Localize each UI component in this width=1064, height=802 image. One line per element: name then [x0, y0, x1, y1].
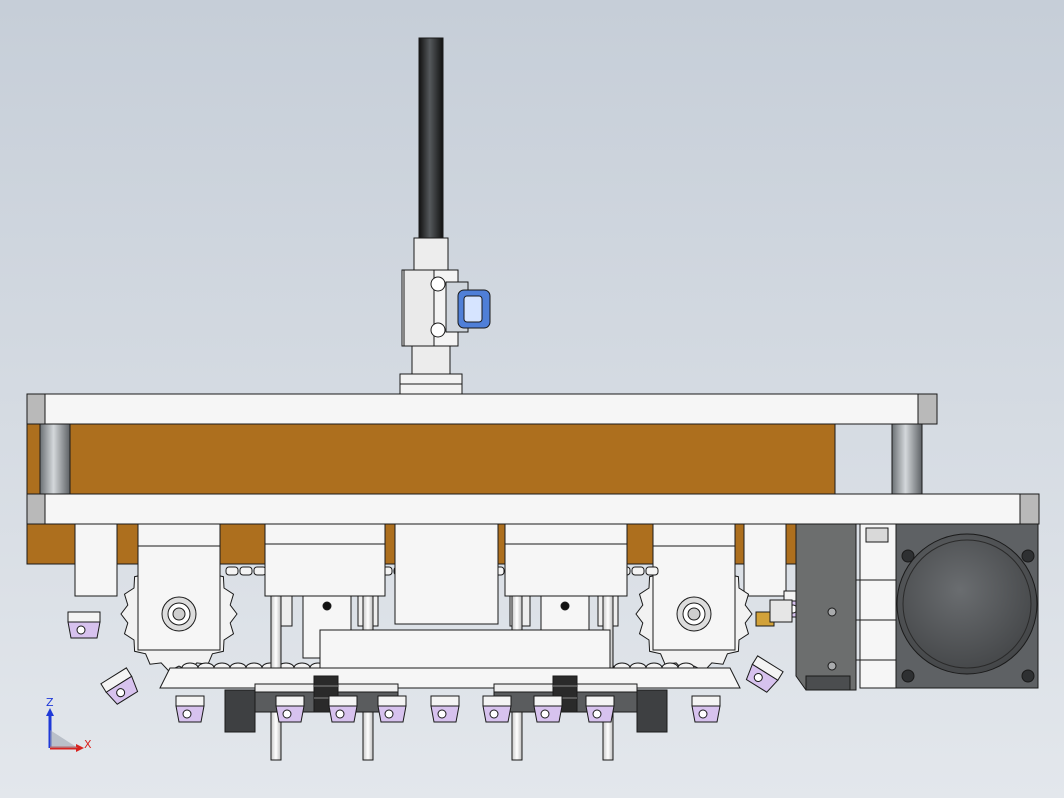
suction-cup-icon	[430, 695, 460, 723]
side-block-left	[74, 523, 118, 597]
suction-cup-icon	[585, 695, 615, 723]
triad-z-arrow	[46, 708, 54, 716]
middle-plate	[26, 493, 1040, 525]
chain-link	[225, 566, 239, 576]
air-rod	[413, 37, 449, 271]
chain-link	[239, 566, 253, 576]
guide-post-right	[891, 423, 923, 495]
suction-cup-icon	[377, 695, 407, 723]
chain-link	[631, 566, 645, 576]
brass-fitting-icon	[755, 599, 793, 627]
side-bracket	[795, 523, 857, 691]
suction-cup-icon	[745, 655, 784, 693]
stepper-motor	[895, 523, 1039, 689]
suction-cups	[67, 590, 809, 723]
bearing-housing-right	[652, 523, 736, 651]
cylinder-right	[504, 523, 628, 659]
triad-z-label: Z	[46, 696, 54, 709]
chain-link	[645, 566, 659, 576]
triad-x-label: X	[84, 738, 92, 751]
suction-cup-icon	[67, 611, 101, 639]
suction-cup-icon	[533, 695, 563, 723]
suction-cup-icon	[691, 695, 721, 723]
triad-y-plane	[50, 730, 78, 748]
suction-cup-icon	[100, 667, 139, 705]
suction-cup-icon	[275, 695, 305, 723]
side-block-right	[743, 523, 787, 597]
view-triad[interactable]	[46, 708, 84, 752]
triad-x-arrow	[76, 744, 84, 752]
push-fitting-icon	[445, 281, 491, 333]
suction-cup-icon	[328, 695, 358, 723]
top-plate	[26, 393, 938, 425]
suction-cup-icon	[175, 695, 205, 723]
center-block	[394, 523, 499, 625]
suction-cup-icon	[482, 695, 512, 723]
chain-link	[253, 566, 267, 576]
bearing-housing-left	[137, 523, 221, 651]
wood-panel	[26, 423, 836, 495]
guide-post-left	[39, 423, 71, 495]
